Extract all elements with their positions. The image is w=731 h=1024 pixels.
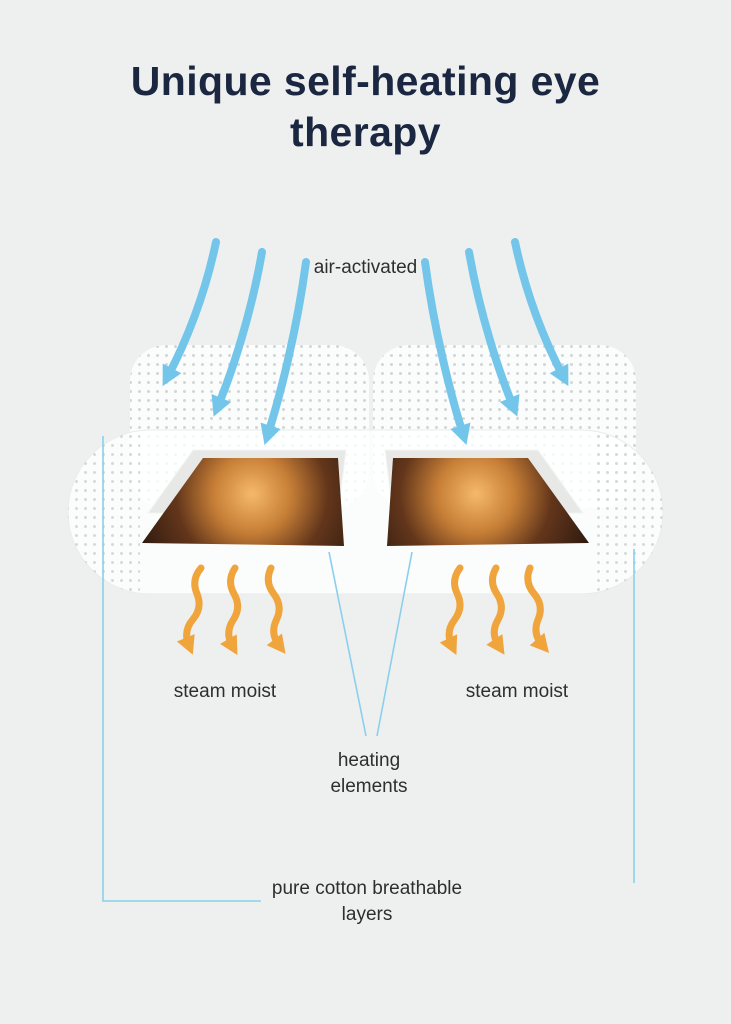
air-flow-arrow-icon — [511, 238, 569, 387]
air-flow-arrows — [162, 238, 569, 445]
steam-arrow-icon — [439, 564, 464, 656]
steam-arrows — [176, 564, 550, 656]
eye-mask-illustration — [67, 345, 664, 595]
air-activated-label: air-activated — [313, 257, 418, 278]
steam-arrow-icon — [486, 564, 505, 655]
steam-arrow-icon — [524, 564, 550, 654]
steam-moist-label-right: steam moist — [465, 681, 569, 702]
air-flow-arrow-icon — [421, 258, 471, 445]
air-flow-arrow-icon — [211, 248, 266, 417]
steam-arrow-icon — [264, 564, 286, 654]
page-title: Unique self-heating eye therapy — [130, 58, 601, 156]
air-flow-arrow-icon — [162, 238, 220, 387]
pointer-line-heating-left — [328, 551, 367, 737]
heating-element-right — [384, 449, 589, 546]
pointer-line-cotton-left — [102, 436, 261, 902]
steam-arrow-icon — [176, 564, 205, 655]
pure-cotton-label: pure cotton breathable layers — [271, 878, 463, 925]
callout-lines — [102, 436, 635, 902]
pointer-line-heating-right — [376, 551, 413, 737]
steam-arrow-icon — [220, 564, 242, 656]
heating-elements-label: heating elements — [330, 750, 408, 797]
heating-element-left — [142, 449, 347, 546]
air-flow-arrow-icon — [465, 248, 520, 417]
steam-moist-label-left: steam moist — [173, 681, 277, 702]
air-flow-arrow-icon — [260, 258, 310, 445]
